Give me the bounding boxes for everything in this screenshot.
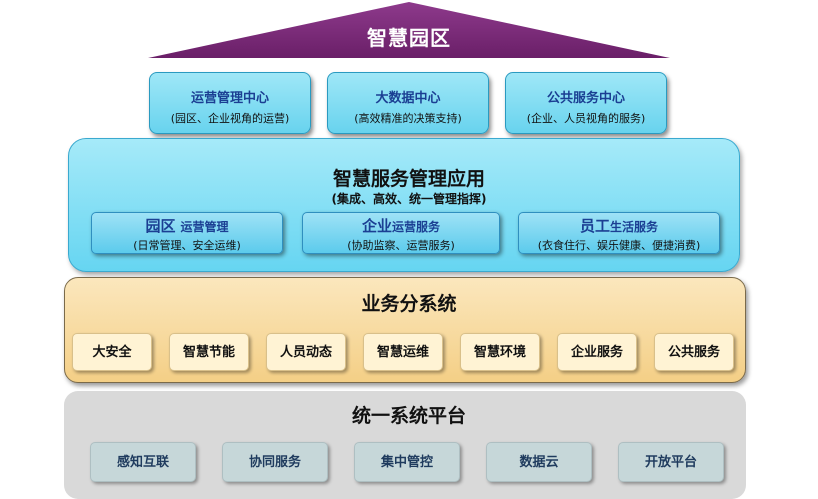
mgmt-item-desc: (衣食住行、娱乐健康、便捷消费) <box>537 239 701 252</box>
mgmt-item-desc: (日常管理、安全运维) <box>133 239 241 252</box>
center-desc: (企业、人员视角的服务) <box>526 112 646 125</box>
business-item: 智慧运维 <box>363 333 443 371</box>
center-title: 运营管理中心 <box>190 91 269 106</box>
business-item: 企业服务 <box>557 333 637 371</box>
center-operations: 运营管理中心 (园区、企业视角的运营) <box>149 72 311 134</box>
mgmt-item-park: 园区 运营管理 (日常管理、安全运维) <box>91 212 283 254</box>
center-bigdata: 大数据中心 (高效精准的决策支持) <box>327 72 489 134</box>
center-public-service: 公共服务中心 (企业、人员视角的服务) <box>505 72 667 134</box>
center-title: 公共服务中心 <box>546 91 625 106</box>
mgmt-title: 智慧服务管理应用 <box>332 168 485 190</box>
business-item: 大安全 <box>72 333 152 371</box>
mgmt-item-small: 运营服务 <box>392 220 441 234</box>
platform-item: 数据云 <box>486 442 592 482</box>
mgmt-item-big: 企业 <box>361 217 392 235</box>
mgmt-item-employee: 员工生活服务 (衣食住行、娱乐健康、便捷消费) <box>518 212 720 254</box>
center-desc: (高效精准的决策支持) <box>354 112 462 125</box>
roof-title: 智慧园区 <box>367 26 451 50</box>
business-item: 人员动态 <box>266 333 346 371</box>
platform-item: 开放平台 <box>618 442 724 482</box>
platform-item: 感知互联 <box>90 442 196 482</box>
platform-item: 协同服务 <box>222 442 328 482</box>
business-item: 智慧节能 <box>169 333 249 371</box>
business-title: 业务分系统 <box>361 293 457 315</box>
mgmt-item-enterprise: 企业运营服务 (协助监察、运营服务) <box>302 212 500 254</box>
mgmt-item-small: 运营管理 <box>180 220 229 234</box>
mgmt-item-big: 园区 <box>145 217 176 235</box>
center-desc: (园区、企业视角的运营) <box>170 112 290 125</box>
mgmt-item-small: 生活服务 <box>610 220 659 234</box>
roof-triangle <box>148 2 670 58</box>
platform-item: 集中管控 <box>354 442 460 482</box>
platform-title: 统一系统平台 <box>351 405 466 427</box>
business-item: 智慧环境 <box>460 333 540 371</box>
mgmt-item-desc: (协助监察、运营服务) <box>347 239 455 252</box>
business-item: 公共服务 <box>654 333 734 371</box>
center-title: 大数据中心 <box>375 91 441 106</box>
mgmt-subtitle: (集成、高效、统一管理指挥) <box>331 192 487 206</box>
mgmt-item-big: 员工 <box>579 217 610 235</box>
